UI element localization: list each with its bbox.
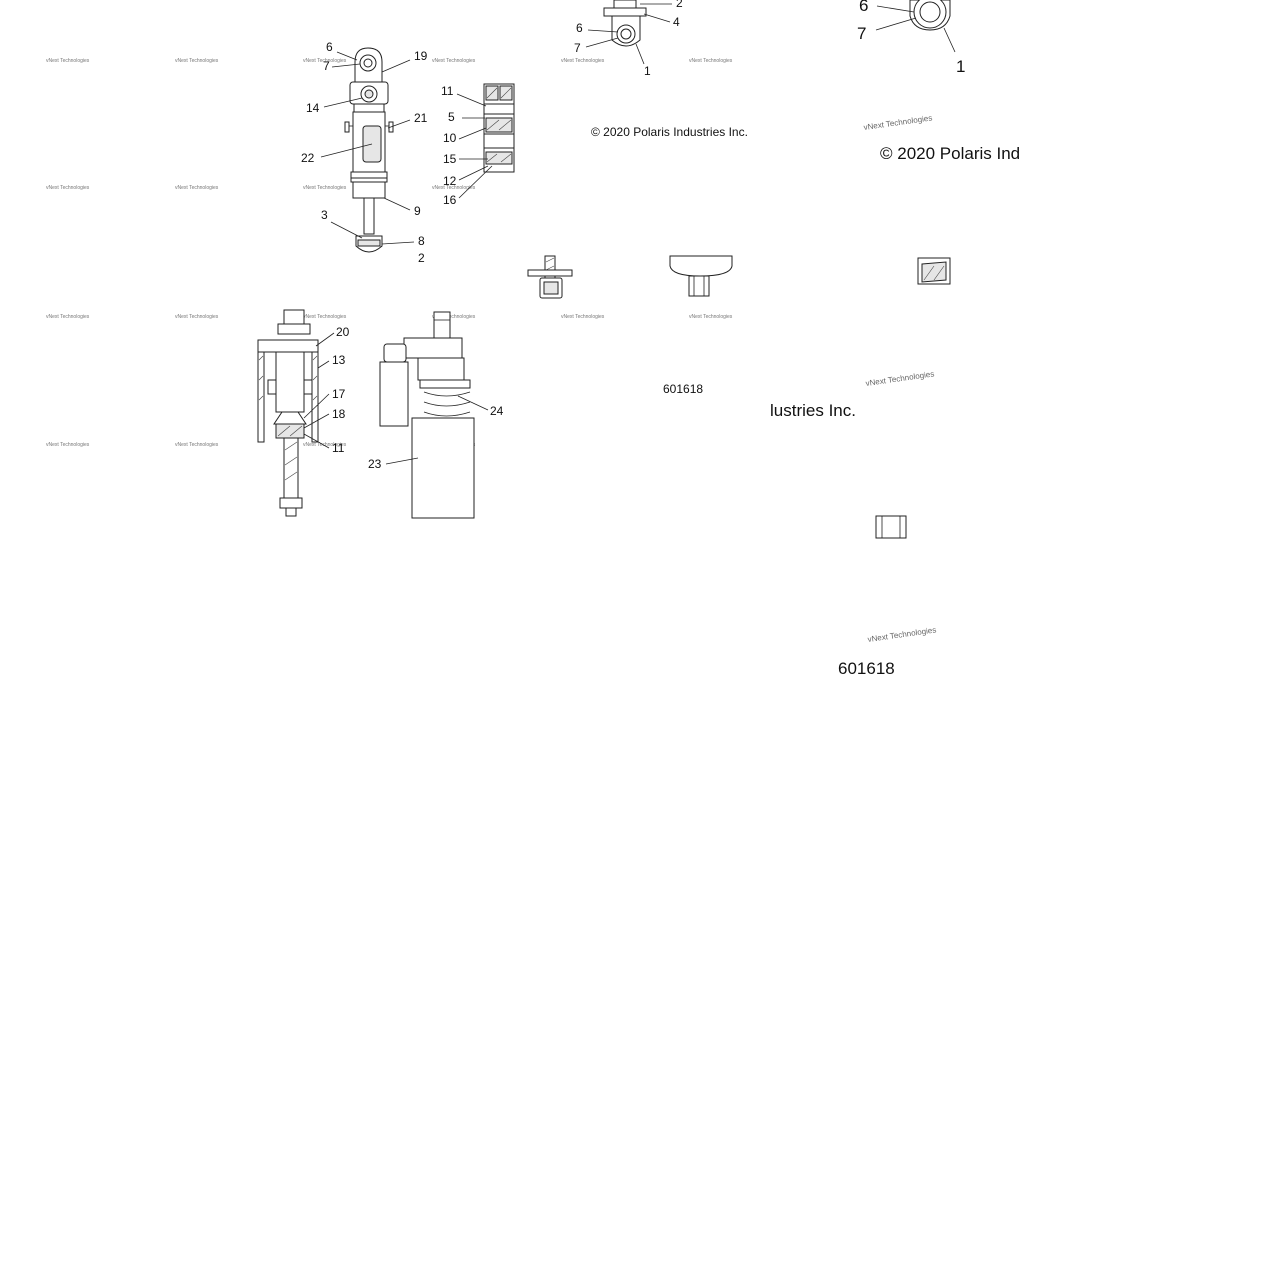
watermark: vNext Technologies: [561, 58, 605, 64]
watermark: vNext Technologies: [46, 185, 90, 191]
watermark: vNext Technologies: [561, 314, 605, 320]
watermark: vNext Technologies: [46, 58, 90, 64]
fragment-bushing: [917, 257, 951, 285]
callout: 18: [332, 407, 346, 421]
callout: 17: [332, 387, 346, 401]
callout: 6: [859, 0, 868, 15]
callout: 15: [443, 152, 457, 166]
shock-assembly-left: 6 7 19 14 21 22 9 3 8 2: [301, 40, 428, 265]
callout: 6: [576, 21, 583, 35]
callout: 2: [418, 251, 425, 265]
callout: 8: [418, 234, 425, 248]
watermark: vNext Technologies: [432, 58, 476, 64]
watermark: vNext Technologies: [303, 314, 347, 320]
callout: 16: [443, 193, 457, 207]
watermark: vNext Technologies: [689, 314, 733, 320]
callout: 2: [676, 0, 683, 10]
watermark: vNext Technologies: [175, 185, 219, 191]
part-number: 601618: [663, 382, 703, 396]
callout: 1: [644, 64, 651, 78]
fragment-clevis: [527, 255, 573, 299]
watermark: vNext Technologies: [46, 442, 90, 448]
watermark: vNext Technologies: [175, 442, 219, 448]
callout: 12: [443, 174, 457, 188]
watermark-large: vNext Technologies vNext Technologies vN…: [863, 113, 937, 644]
callout: 14: [306, 101, 320, 115]
part-number-large: 601618: [838, 659, 895, 678]
fragment-reservoir-cap: [669, 255, 733, 297]
watermark-grid: vNext Technologies vNext Technologies vN…: [46, 58, 733, 448]
callout: 11: [332, 441, 345, 455]
callout: 3: [321, 208, 328, 222]
eyelet-detail-top-right: 6 7 1: [857, 0, 965, 76]
watermark: vNext Technologies: [46, 314, 90, 320]
copyright-text-large: © 2020 Polaris Ind: [880, 144, 1020, 163]
watermark: vNext Technologies: [867, 625, 937, 644]
callout: 7: [323, 59, 330, 73]
watermark: vNext Technologies: [175, 58, 219, 64]
watermark: vNext Technologies: [303, 185, 347, 191]
watermark: vNext Technologies: [303, 442, 347, 448]
callout: 13: [332, 353, 346, 367]
watermark: vNext Technologies: [863, 113, 933, 132]
watermark: vNext Technologies: [432, 314, 476, 320]
watermark: vNext Technologies: [432, 185, 476, 191]
watermark: vNext Technologies: [303, 58, 347, 64]
shock-section-view: 20 13 17 18 11: [257, 309, 350, 517]
watermark: vNext Technologies: [175, 314, 219, 320]
callout: 5: [448, 110, 455, 124]
callout: 24: [490, 404, 504, 418]
callout: 19: [414, 49, 428, 63]
callout: 6: [326, 40, 333, 54]
callout: 7: [574, 41, 581, 55]
callout: 7: [857, 24, 866, 43]
eyelet-detail-top-center: 2 4 6 7 1: [574, 0, 683, 78]
callout: 22: [301, 151, 315, 165]
copyright-text: © 2020 Polaris Industries Inc.: [591, 125, 748, 139]
callout: 20: [336, 325, 350, 339]
callout: 21: [414, 111, 428, 125]
watermark: vNext Technologies: [689, 58, 733, 64]
callout: 4: [673, 15, 680, 29]
callout: 1: [956, 57, 965, 76]
fragment-sleeve: [875, 515, 907, 539]
shock-spring-assembly: 24 23: [368, 311, 504, 519]
piston-stack-section: 11 5 10 15 12 16: [441, 83, 515, 207]
callout: 9: [414, 204, 421, 218]
watermark: vNext Technologies: [865, 369, 935, 388]
copyright-fragment: lustries Inc.: [770, 401, 856, 420]
callout: 23: [368, 457, 382, 471]
callout: 11: [441, 84, 454, 98]
callout: 10: [443, 131, 457, 145]
